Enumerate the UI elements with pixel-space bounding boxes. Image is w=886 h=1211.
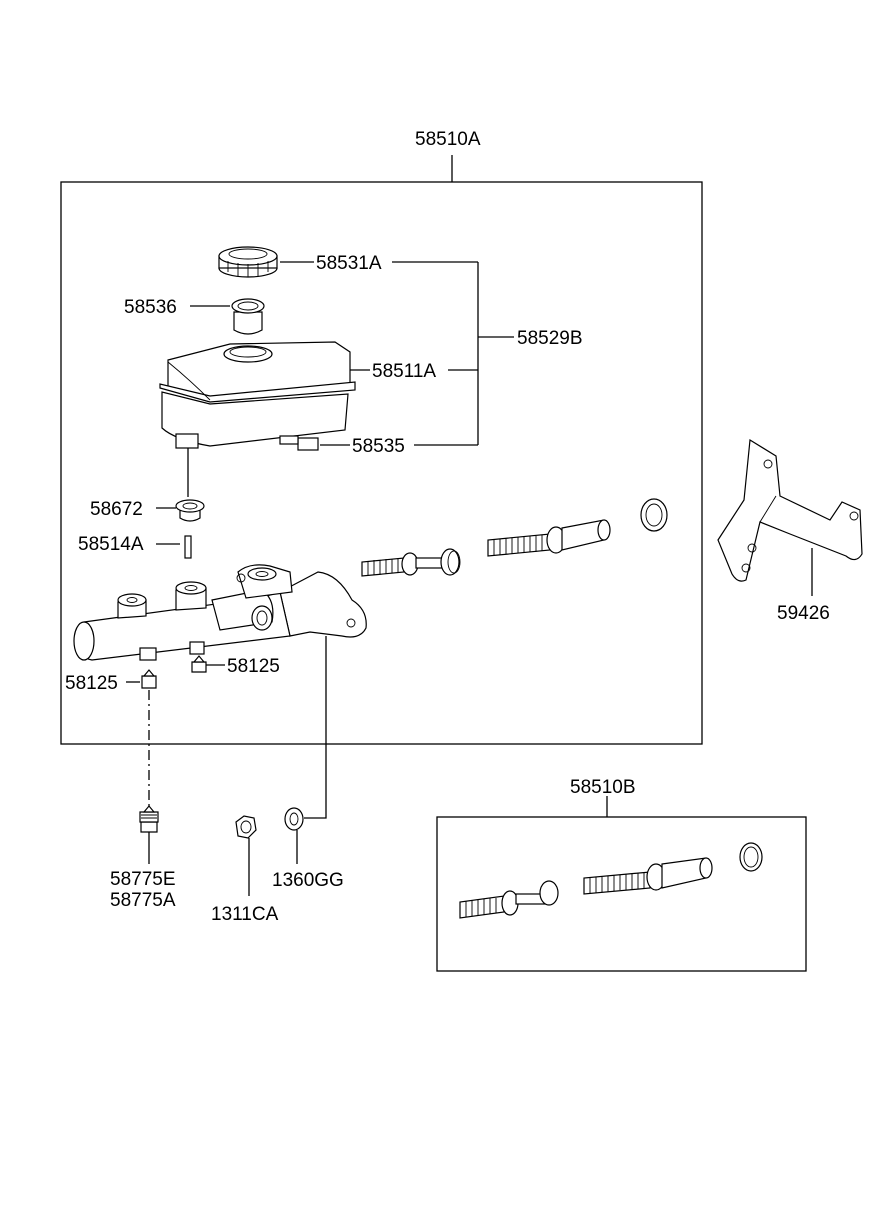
- plug-right[interactable]: [191, 655, 207, 673]
- label-58125-right[interactable]: 58125: [227, 656, 280, 677]
- assembly-58510A-frame: [60, 181, 703, 745]
- reservoir[interactable]: [159, 341, 356, 451]
- brake-line-fitting[interactable]: [139, 805, 159, 833]
- mounting-bracket[interactable]: [717, 438, 863, 582]
- label-58529B[interactable]: 58529B: [517, 328, 583, 349]
- label-58775A[interactable]: 58775A: [110, 890, 176, 911]
- kit-snap-ring[interactable]: [739, 842, 763, 872]
- assembly-58510A-group: 58510A: [60, 129, 703, 745]
- primary-piston-spring[interactable]: [361, 548, 461, 577]
- assembly-58510B-frame: [436, 816, 807, 972]
- pin[interactable]: [184, 535, 192, 559]
- label-58514A[interactable]: 58514A: [78, 534, 144, 555]
- kit-primary-piston-spring[interactable]: [459, 880, 559, 919]
- label-58672[interactable]: 58672: [90, 499, 143, 520]
- label-58510A[interactable]: 58510A: [415, 129, 481, 150]
- plug-left[interactable]: [141, 669, 157, 689]
- snap-ring[interactable]: [640, 498, 668, 532]
- label-58125-left[interactable]: 58125: [65, 673, 118, 694]
- label-1360GG[interactable]: 1360GG: [272, 870, 344, 891]
- hex-nut[interactable]: [235, 815, 257, 839]
- label-58536[interactable]: 58536: [124, 297, 177, 318]
- kit-secondary-piston-spring[interactable]: [583, 857, 713, 895]
- assembly-58510B-group: 58510B: [436, 777, 807, 972]
- label-58531A[interactable]: 58531A: [316, 253, 382, 274]
- secondary-piston-spring[interactable]: [487, 519, 611, 557]
- label-58510B[interactable]: 58510B: [570, 777, 636, 798]
- strainer[interactable]: [231, 298, 265, 335]
- label-1311CA[interactable]: 1311CA: [211, 904, 279, 925]
- master-cylinder-body[interactable]: [73, 564, 367, 661]
- label-59426[interactable]: 59426: [777, 603, 830, 624]
- label-58535[interactable]: 58535: [352, 436, 405, 457]
- reservoir-cap[interactable]: [218, 246, 278, 278]
- bracket-58529B: [392, 261, 514, 446]
- grommet[interactable]: [175, 499, 205, 522]
- washer[interactable]: [284, 807, 304, 831]
- label-58511A[interactable]: 58511A: [372, 361, 436, 382]
- label-58775E[interactable]: 58775E: [110, 869, 176, 890]
